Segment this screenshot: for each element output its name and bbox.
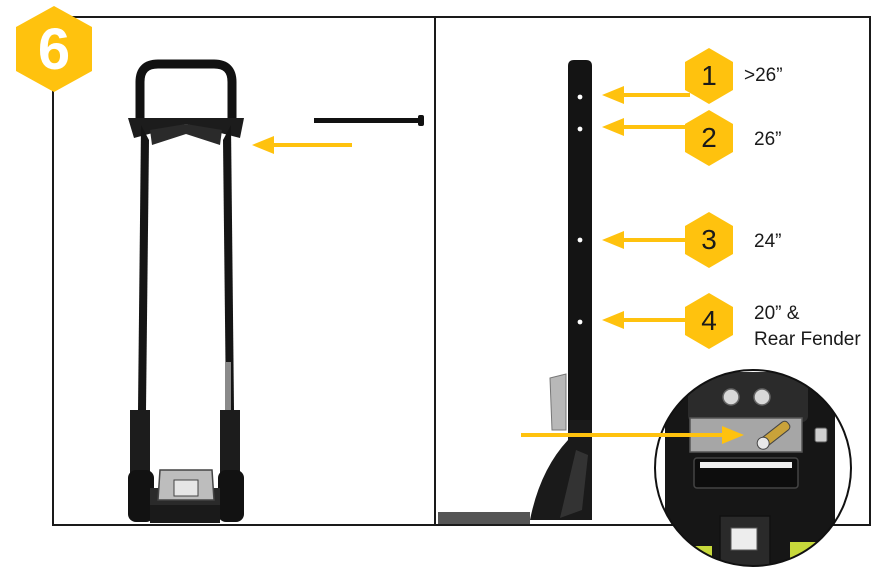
pin-rod-illustration xyxy=(314,115,424,126)
detail-zoom-illustration xyxy=(654,369,852,567)
step-hexagon-icon xyxy=(685,48,733,349)
frame-rail-illustration xyxy=(438,60,592,524)
position-number-2: 2 xyxy=(701,122,717,153)
left-panel xyxy=(52,16,436,526)
position-number-1: 1 xyxy=(701,60,717,91)
position-label-4-line2: Rear Fender xyxy=(754,329,861,350)
position-number-3: 3 xyxy=(701,224,717,255)
arrow-icon xyxy=(252,136,352,154)
position-label-1: >26” xyxy=(744,65,783,86)
position-number-4: 4 xyxy=(701,305,717,336)
position-label-4: 20” & xyxy=(754,303,800,324)
arrow-icon xyxy=(602,86,690,329)
position-label-3: 24” xyxy=(754,231,782,252)
step-hexagon-icon xyxy=(16,6,92,92)
step-number: 6 xyxy=(37,16,71,82)
arrow-icon xyxy=(521,426,744,444)
hand-truck-illustration xyxy=(128,59,244,523)
position-label-2: 26” xyxy=(754,129,782,150)
